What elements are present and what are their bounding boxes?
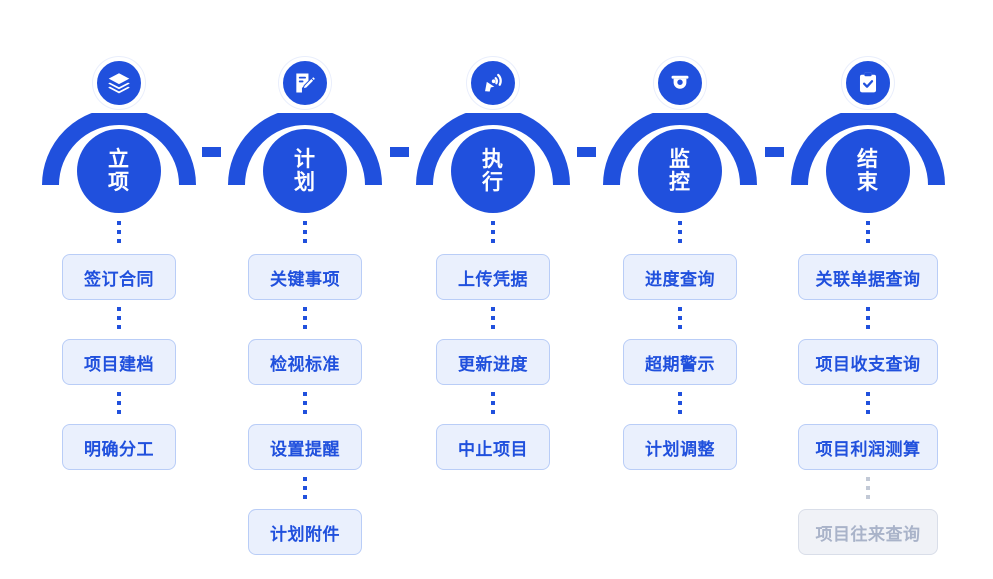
stage-circle-3[interactable]: 执行 <box>451 129 535 213</box>
task-box[interactable]: 项目收支查询 <box>798 339 938 385</box>
task-dotted-connector <box>303 307 307 332</box>
clipboard-check-icon <box>842 57 894 109</box>
stage-column-3: 执行上传凭据更新进度中止项目 <box>400 0 587 579</box>
task-box[interactable]: 关键事项 <box>248 254 362 300</box>
task-box[interactable]: 项目建档 <box>62 339 176 385</box>
task-box-disabled: 项目往来查询 <box>798 509 938 555</box>
task-dotted-connector <box>117 307 121 332</box>
stage-circle-2[interactable]: 计划 <box>263 129 347 213</box>
stage-circle-5[interactable]: 结束 <box>826 129 910 213</box>
task-dotted-connector <box>678 392 682 417</box>
stage-label-line2: 划 <box>294 170 316 194</box>
task-dotted-connector <box>303 221 307 247</box>
layers-icon <box>93 57 145 109</box>
task-dotted-connector <box>303 392 307 417</box>
task-box[interactable]: 关联单据查询 <box>798 254 938 300</box>
stage-label-line1: 监 <box>669 147 691 172</box>
cursor-click-icon <box>467 57 519 109</box>
task-dotted-connector <box>117 392 121 417</box>
stage-circle-1[interactable]: 立项 <box>77 129 161 213</box>
stage-label-line2: 项 <box>108 170 130 194</box>
task-dotted-connector <box>866 221 870 247</box>
task-box[interactable]: 项目利润测算 <box>798 424 938 470</box>
task-box[interactable]: 进度查询 <box>623 254 737 300</box>
document-edit-icon <box>279 57 331 109</box>
task-box[interactable]: 计划调整 <box>623 424 737 470</box>
task-box[interactable]: 超期警示 <box>623 339 737 385</box>
stage-column-5: 结束关联单据查询项目收支查询项目利润测算项目往来查询 <box>775 0 962 579</box>
task-dotted-connector <box>678 307 682 332</box>
stage-connector-dash <box>390 147 409 157</box>
security-camera-icon <box>654 57 706 109</box>
task-dotted-connector <box>491 221 495 247</box>
task-dotted-connector <box>303 477 307 502</box>
task-box[interactable]: 设置提醒 <box>248 424 362 470</box>
task-box[interactable]: 中止项目 <box>436 424 550 470</box>
task-box[interactable]: 计划附件 <box>248 509 362 555</box>
stage-label-line1: 计 <box>294 147 316 172</box>
task-dotted-connector <box>866 477 870 502</box>
stage-column-2: 计划关键事项检视标准设置提醒计划附件 <box>212 0 399 579</box>
stage-column-1: 立项签订合同项目建档明确分工 <box>26 0 213 579</box>
task-box[interactable]: 签订合同 <box>62 254 176 300</box>
stage-label-line1: 立 <box>108 147 130 172</box>
stage-label-line2: 控 <box>669 170 691 194</box>
task-dotted-connector <box>491 307 495 332</box>
task-dotted-connector <box>678 221 682 247</box>
stage-circle-4[interactable]: 监控 <box>638 129 722 213</box>
stage-label-line2: 行 <box>482 170 504 194</box>
stage-connector-dash <box>765 147 784 157</box>
task-dotted-connector <box>491 392 495 417</box>
stage-connector-dash <box>577 147 596 157</box>
task-box[interactable]: 更新进度 <box>436 339 550 385</box>
stage-connector-dash <box>202 147 221 157</box>
task-dotted-connector <box>866 307 870 332</box>
task-box[interactable]: 明确分工 <box>62 424 176 470</box>
stage-label-line1: 结 <box>857 147 879 172</box>
stage-label-line1: 执 <box>482 147 504 172</box>
task-box[interactable]: 上传凭据 <box>436 254 550 300</box>
task-dotted-connector <box>866 392 870 417</box>
task-box[interactable]: 检视标准 <box>248 339 362 385</box>
stage-label-line2: 束 <box>857 170 879 194</box>
task-dotted-connector <box>117 221 121 247</box>
stage-column-4: 监控进度查询超期警示计划调整 <box>587 0 774 579</box>
